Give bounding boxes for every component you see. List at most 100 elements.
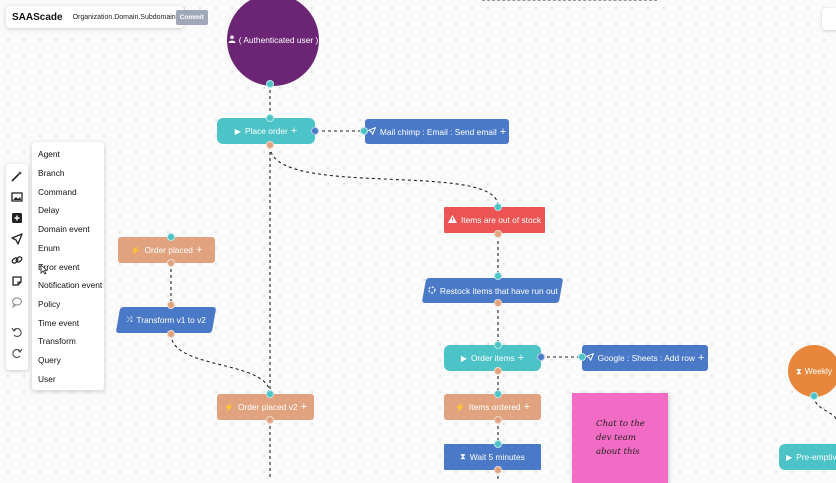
- send-icon: [585, 352, 594, 363]
- menu-item-command[interactable]: Command: [38, 187, 77, 197]
- shuffle-icon: ⤨: [126, 315, 133, 324]
- handle[interactable]: [537, 353, 545, 361]
- undo-icon[interactable]: [10, 326, 24, 340]
- node-label: Mail chimp : Email : Send email: [379, 126, 497, 137]
- menu-item-delay[interactable]: Delay: [38, 205, 60, 215]
- send-icon: [367, 126, 377, 137]
- send-icon[interactable]: [10, 233, 24, 247]
- node-authenticated-user[interactable]: ( Authenticated user ): [227, 0, 319, 86]
- handle[interactable]: [167, 259, 175, 267]
- edge-weekly-down: [813, 395, 836, 421]
- hourglass-icon: ⧗: [460, 452, 466, 461]
- menu-item-query[interactable]: Query: [38, 355, 61, 365]
- brand-name: SAAScade: [12, 11, 63, 23]
- node-items-ordered[interactable]: ⚡ Items ordered +: [444, 394, 541, 420]
- magic-wand-icon[interactable]: [10, 170, 24, 184]
- node-order-placed-v2[interactable]: ⚡ Order placed v2 +: [217, 394, 314, 420]
- menu-item-enum[interactable]: Enum: [38, 243, 60, 253]
- handle[interactable]: [494, 203, 502, 211]
- node-label: Items are out of stock: [460, 215, 542, 225]
- node-wait[interactable]: ⧗ Wait 5 minutes: [444, 444, 541, 470]
- menu-item-branch[interactable]: Branch: [38, 168, 65, 178]
- handle[interactable]: [494, 416, 502, 424]
- image-icon[interactable]: [10, 191, 24, 205]
- handle[interactable]: [578, 353, 586, 361]
- handle[interactable]: [494, 230, 502, 238]
- redo-icon[interactable]: [10, 347, 24, 361]
- warning-icon: [447, 215, 457, 225]
- play-icon: ▶: [234, 126, 241, 136]
- menu-item-policy[interactable]: Policy: [38, 299, 61, 309]
- node-mailchimp[interactable]: Mail chimp : Email : Send email +: [365, 119, 509, 144]
- menu-item-user[interactable]: User: [38, 374, 56, 384]
- add-icon[interactable]: +: [517, 352, 525, 364]
- add-square-icon[interactable]: [10, 212, 24, 226]
- handle[interactable]: [167, 233, 175, 241]
- top-right-panel[interactable]: [822, 8, 836, 30]
- menu-item-time-event[interactable]: Time event: [38, 318, 80, 328]
- top-divider: [482, 0, 657, 1]
- handle[interactable]: [494, 466, 502, 474]
- handle[interactable]: [494, 272, 502, 280]
- node-order-items[interactable]: ▶ Order items +: [444, 345, 541, 371]
- node-label: Order placed v2: [237, 402, 298, 412]
- node-pre-emptive[interactable]: ▶ Pre-emptive: [779, 444, 836, 470]
- add-icon[interactable]: +: [300, 401, 307, 413]
- handle[interactable]: [266, 114, 274, 122]
- node-restock[interactable]: Restock items that have run out: [421, 278, 564, 303]
- node-label: Weekly: [804, 366, 833, 376]
- commit-button[interactable]: Commit: [175, 9, 208, 25]
- link-icon[interactable]: [10, 254, 24, 268]
- node-label: Transform v1 to v2: [136, 315, 206, 325]
- bolt-icon: ⚡: [454, 402, 465, 412]
- node-label: Pre-emptive: [796, 452, 836, 462]
- add-icon[interactable]: +: [290, 125, 298, 137]
- handle[interactable]: [266, 390, 274, 398]
- node-label: Items ordered: [468, 402, 521, 412]
- handle[interactable]: [494, 367, 502, 375]
- handle[interactable]: [810, 392, 818, 400]
- sticky-note[interactable]: Chat to the dev team about this: [572, 393, 668, 483]
- menu-item-transform[interactable]: Transform: [38, 336, 76, 346]
- node-items-out-of-stock[interactable]: Items are out of stock: [444, 207, 545, 233]
- add-icon[interactable]: +: [195, 244, 203, 256]
- handle[interactable]: [167, 330, 175, 338]
- handle[interactable]: [266, 416, 274, 424]
- node-place-order[interactable]: ▶ Place order +: [217, 118, 315, 144]
- sticky-note-icon[interactable]: [10, 275, 24, 289]
- handle[interactable]: [167, 301, 175, 309]
- add-icon[interactable]: +: [523, 401, 531, 413]
- handle[interactable]: [266, 80, 274, 88]
- handle[interactable]: [494, 299, 502, 307]
- menu-item-agent[interactable]: Agent: [38, 149, 60, 159]
- mouse-cursor-icon: [40, 264, 49, 277]
- sticky-note-text[interactable]: Chat to the dev team about this: [596, 419, 645, 457]
- node-transform[interactable]: ⤨ Transform v1 to v2: [115, 307, 217, 333]
- add-icon[interactable]: +: [499, 125, 507, 138]
- node-type-menu: Agent Branch Command Delay Domain event …: [32, 142, 104, 390]
- handle[interactable]: [494, 440, 502, 448]
- comment-icon[interactable]: [10, 296, 24, 310]
- breadcrumb[interactable]: Organization.Domain.Subdomain: [72, 13, 176, 21]
- node-label: ( Authenticated user ): [238, 35, 319, 45]
- node-label: Google : Sheets : Add row: [597, 353, 695, 363]
- hourglass-icon: ⧗: [795, 365, 802, 376]
- edge-transform-to-order-placed-v2: [170, 333, 271, 395]
- handle[interactable]: [266, 141, 274, 149]
- node-google-sheets[interactable]: Google : Sheets : Add row +: [582, 345, 708, 371]
- menu-item-notification-event[interactable]: Notification event: [38, 280, 103, 290]
- handle[interactable]: [494, 390, 502, 398]
- node-label: Order items: [470, 353, 515, 363]
- node-label: Order placed: [144, 245, 193, 255]
- node-weekly[interactable]: ⧗ Weekly: [788, 345, 836, 397]
- handle[interactable]: [360, 127, 368, 135]
- handle[interactable]: [311, 127, 319, 135]
- add-icon[interactable]: +: [697, 352, 705, 364]
- menu-item-domain-event[interactable]: Domain event: [38, 224, 90, 234]
- menu-item-error-event[interactable]: Error event: [38, 262, 80, 272]
- node-order-placed[interactable]: ⚡ Order placed +: [118, 237, 215, 263]
- play-icon: ▶: [786, 452, 793, 462]
- user-icon: [228, 35, 236, 45]
- handle[interactable]: [494, 341, 502, 349]
- node-label: Restock items that have run out: [439, 285, 558, 296]
